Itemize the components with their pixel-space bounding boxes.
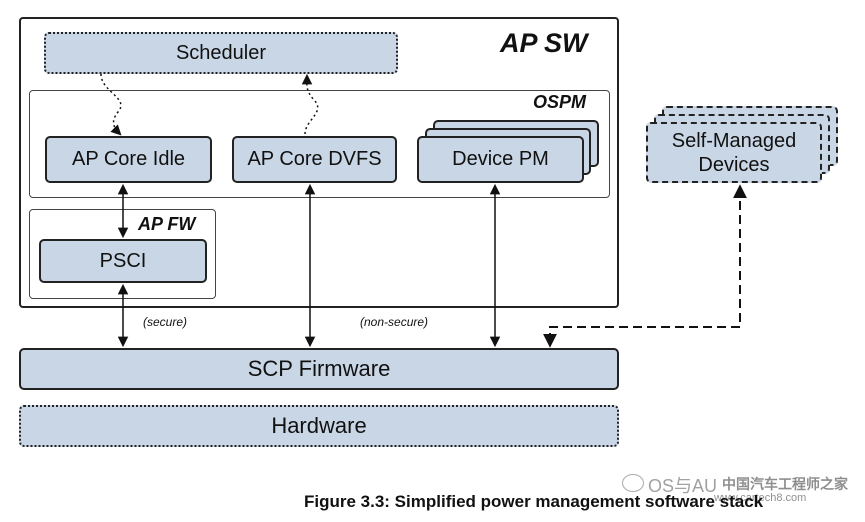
secure-label: (secure) <box>143 315 188 329</box>
ap-core-idle-block: AP Core Idle <box>45 136 212 183</box>
non-secure-label: (non-secure) <box>360 315 429 329</box>
watermark: OS与AU 中国汽车工程师之家 www.cartech8.com <box>622 470 862 504</box>
device-pm-block: Device PM <box>417 136 584 183</box>
ospm-title: OSPM <box>533 92 587 112</box>
psci-block: PSCI <box>39 239 207 283</box>
dvfs-to-scheduler-arrow <box>301 73 319 135</box>
hardware-label: Hardware <box>271 413 367 438</box>
watermark-text-1: OS与AU <box>648 476 718 496</box>
scp-firmware-block: SCP Firmware <box>19 348 619 390</box>
ap-sw-title: AP SW <box>500 28 588 58</box>
ap-core-idle-label: AP Core Idle <box>71 148 186 170</box>
ap-fw-title: AP FW <box>138 214 196 234</box>
device-pm-label: Device PM <box>452 148 549 170</box>
scp-firmware-label: SCP Firmware <box>247 356 391 381</box>
hardware-block: Hardware <box>19 405 619 447</box>
scheduler-label: Scheduler <box>175 41 267 64</box>
psci-label: PSCI <box>99 249 147 272</box>
self-managed-devices-block: Self-Managed Devices <box>646 122 822 183</box>
selfmanaged-scp-arrow <box>543 184 747 348</box>
self-managed-devices-label: Self-Managed Devices <box>671 129 797 176</box>
figure-caption: Figure 3.3: Simplified power management … <box>304 492 764 511</box>
scheduler-to-idle-arrow <box>100 73 122 136</box>
watermark-text-3: www.cartech8.com <box>714 492 807 504</box>
ap-core-dvfs-block: AP Core DVFS <box>232 136 397 183</box>
watermark-text-2: 中国汽车工程师之家 <box>722 476 848 492</box>
ap-core-dvfs-label: AP Core DVFS <box>247 148 382 170</box>
wechat-icon <box>622 474 644 492</box>
scheduler-block: Scheduler <box>44 32 398 74</box>
